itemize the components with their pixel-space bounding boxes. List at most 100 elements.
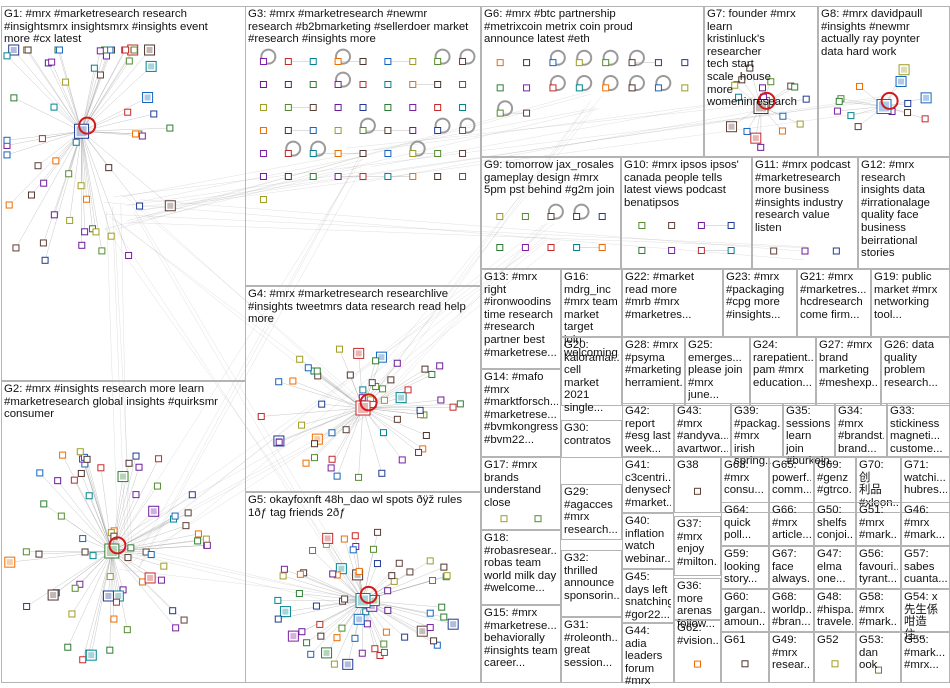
node: [342, 658, 354, 670]
node: [758, 84, 766, 92]
node: [351, 532, 359, 540]
node: [41, 256, 49, 264]
node: [48, 58, 56, 66]
edge: [80, 451, 113, 552]
group-g16: G16: mdrg_inc #mrx team market target jo…: [561, 269, 622, 359]
group-label: G25: emerges... please join #mrx june...: [688, 339, 743, 402]
node: [22, 548, 30, 556]
node: [346, 371, 354, 379]
self-loop: [459, 48, 476, 65]
edge: [51, 61, 82, 132]
node: [135, 463, 143, 471]
node: [302, 459, 310, 467]
node: [654, 84, 662, 92]
edge: [139, 234, 548, 564]
edge: [314, 407, 364, 458]
edge: [347, 600, 364, 665]
edge: [292, 380, 364, 409]
group-g15: G15: #mrx #marketrese... behaviorally #i…: [481, 605, 561, 683]
node: [284, 81, 292, 88]
node: [38, 135, 46, 143]
group-label: G5: okayfoxnft 48h_dao wl spots ðÿž rule…: [248, 494, 463, 519]
edge: [352, 106, 596, 417]
node: [735, 93, 743, 101]
edge: [140, 199, 801, 252]
nodes-layer: [3, 44, 932, 674]
node: [329, 570, 337, 578]
group-g65: G65: powerf... comm...: [769, 457, 814, 513]
node: [79, 656, 87, 664]
group-g22: G22: #market read more #mrb #mrx #market…: [622, 269, 723, 337]
edge: [81, 131, 129, 256]
group-g53: G53: dan ook: [856, 632, 901, 683]
edge: [278, 600, 364, 620]
node: [384, 587, 392, 595]
group-g9: G9: tomorrow jax_rosales gameplay design…: [481, 157, 621, 269]
node: [3, 151, 11, 159]
group-label: G13: #mrx right #ironwoodins time resear…: [484, 271, 557, 359]
edge: [137, 108, 600, 219]
group-g27: G27: #mrx brand marketing #meshexp...: [816, 337, 881, 406]
group-g19: G19: public market #mrx networking tool.…: [871, 269, 950, 337]
group-label: G15: #mrx #marketrese... behaviorally #i…: [484, 607, 558, 670]
group-label: G35: sessions learn join #burkein...: [786, 405, 832, 468]
node: [257, 412, 265, 420]
node: [309, 546, 317, 554]
node: [847, 112, 855, 120]
node: [72, 138, 80, 146]
node: [102, 590, 114, 602]
group-label: G23: #mrx #packaging #cpg more #insights…: [726, 271, 785, 321]
node: [50, 211, 58, 219]
node: [743, 127, 751, 135]
node: [36, 469, 44, 477]
node: [727, 222, 735, 229]
edge: [301, 407, 364, 426]
node: [259, 58, 267, 65]
group-g4: G4: #mrx #marketresearch researchlive #i…: [245, 286, 481, 492]
node: [384, 173, 392, 180]
group-g64: G64: quick poll...: [721, 502, 769, 546]
node: [66, 216, 74, 224]
node: [50, 103, 58, 111]
edge: [120, 204, 129, 550]
group-g31: G31: #roleonth... great session...: [561, 617, 622, 683]
node: [430, 637, 438, 645]
self-loop: [880, 91, 899, 110]
self-loop: [602, 49, 619, 66]
node: [124, 554, 132, 562]
node: [440, 563, 448, 571]
edge: [74, 480, 113, 552]
edge: [13, 97, 82, 132]
node: [23, 602, 31, 610]
group-label: G34: #mrx #brandst... brand...: [838, 405, 884, 455]
group-label: G33: stickiness magneti... custome...: [890, 405, 943, 455]
node: [434, 150, 442, 157]
edge: [81, 131, 136, 135]
node: [85, 649, 97, 661]
edge: [43, 503, 112, 552]
node: [83, 455, 91, 463]
node: [854, 123, 862, 131]
node: [202, 535, 210, 543]
node: [359, 173, 367, 180]
node: [132, 130, 140, 138]
group-label: G63: #mrx consu...: [724, 459, 764, 497]
edge: [124, 195, 361, 400]
node: [895, 75, 907, 87]
edge: [111, 548, 367, 610]
edge: [111, 515, 176, 552]
node: [598, 213, 606, 220]
node: [182, 522, 190, 530]
node: [313, 367, 321, 375]
node: [334, 81, 342, 88]
edge: [111, 494, 137, 552]
node: [24, 46, 32, 54]
node: [409, 81, 417, 88]
node: [434, 58, 442, 65]
group-g2: G2: #mrx #insights research more learn #…: [1, 381, 246, 683]
edge: [362, 406, 454, 409]
node: [334, 150, 342, 157]
edge: [111, 485, 158, 552]
node: [155, 455, 163, 463]
